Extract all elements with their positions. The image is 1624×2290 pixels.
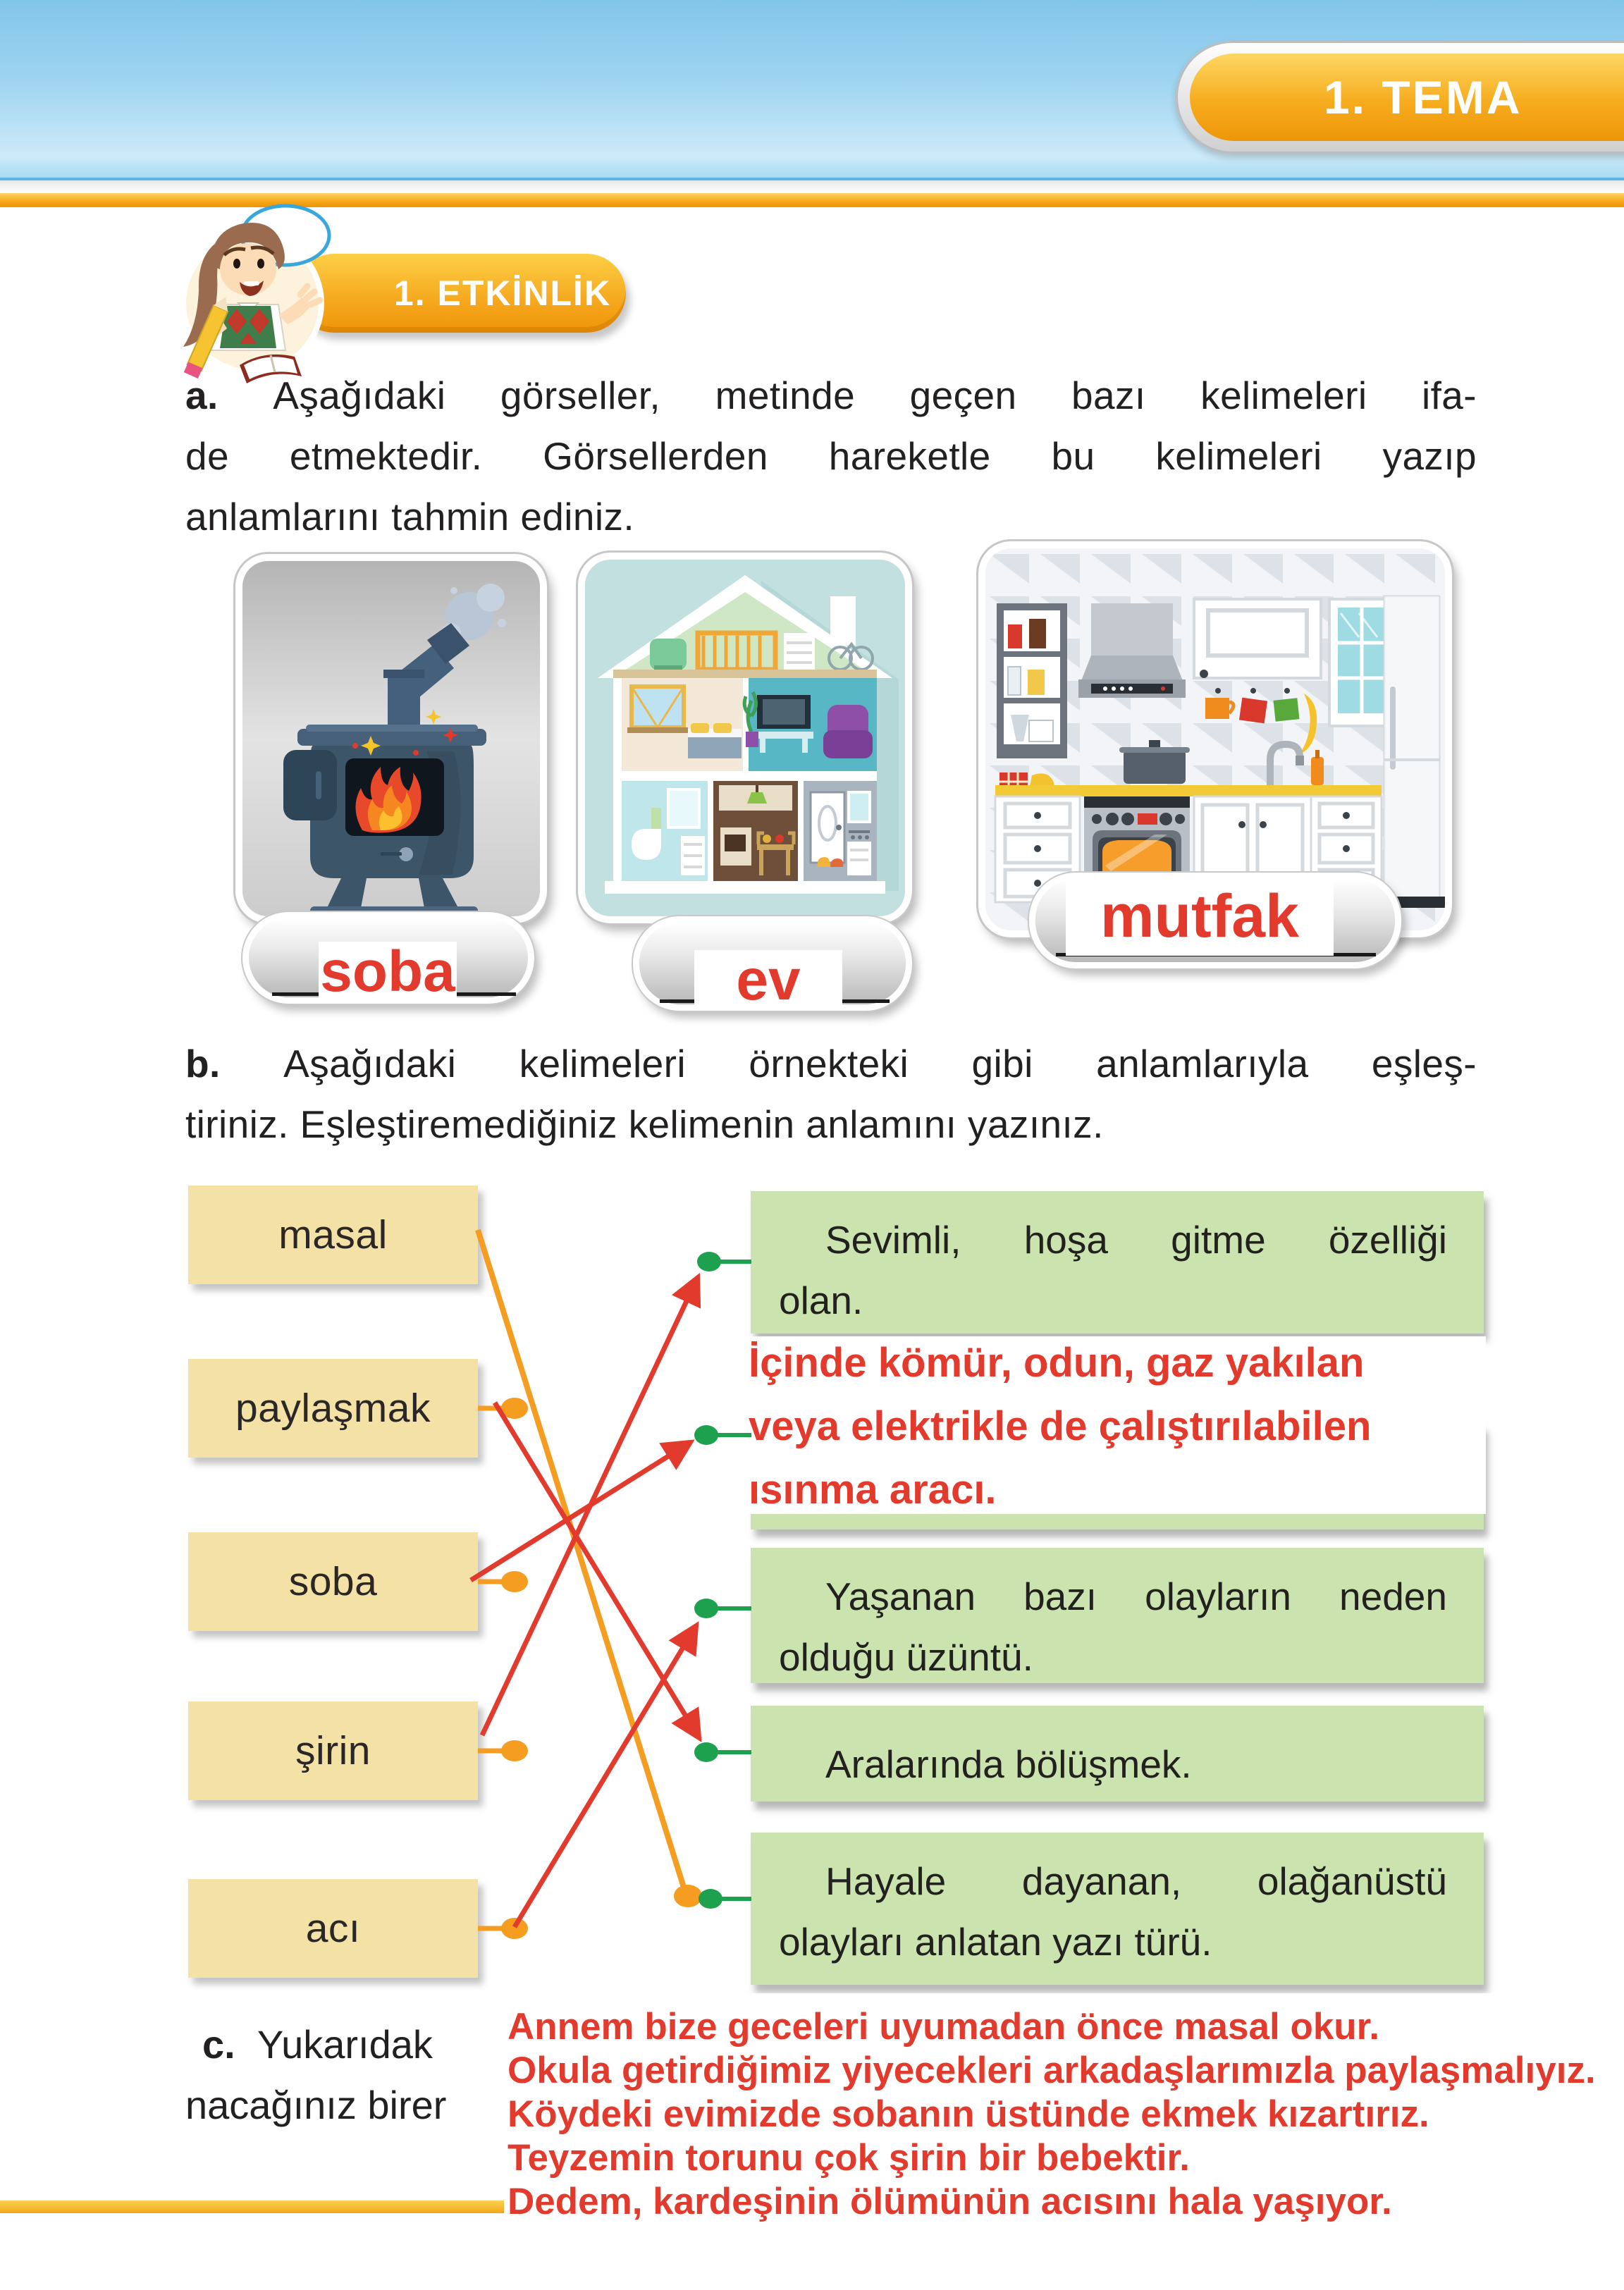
bottom-page-rule	[0, 2200, 519, 2213]
section-a-line-2: de etmektedir. Görsellerden hareketle bu…	[185, 434, 1477, 478]
definition-box-3: Yaşanan bazı olayların neden olduğu üzün…	[751, 1548, 1484, 1683]
section-a-line-1: a. Aşağıdaki görseller, metinde geçen ba…	[185, 374, 1477, 417]
section-b-line-1: b. Aşağıdaki kelimeleri örnekteki gibi a…	[185, 1042, 1477, 1085]
activity-badge-label: 1. ETKİNLİK	[393, 273, 612, 313]
connection-sirin-def1	[479, 1272, 701, 1737]
section-a-paragraph: a. Aşağıdaki görseller, metinde geçen ba…	[185, 365, 1477, 547]
section-a-line-3: anlamlarını tahmin ediniz.	[185, 495, 635, 538]
house-card	[576, 550, 914, 925]
word-box-masal: masal	[188, 1186, 478, 1284]
kitchen-card	[976, 539, 1454, 940]
theme-badge-label: 1. TEMA	[1324, 71, 1522, 123]
definition-2-answer-patch	[744, 1336, 1486, 1514]
activity-badge: 1. ETKİNLİK	[295, 254, 626, 333]
girl-mascot-icon	[134, 199, 367, 389]
word-box-aci: acı	[188, 1879, 478, 1978]
definition-box-1: Sevimli, hoşa gitme özelliği olan.	[751, 1191, 1484, 1334]
kitchen-answer: mutfak	[1066, 877, 1334, 956]
stove-answer: soba	[319, 940, 457, 1004]
section-b-label: b.	[185, 1042, 221, 1085]
header-white-strip	[0, 180, 1624, 193]
connection-soba-def2	[469, 1439, 695, 1582]
wood-stove-illustration	[242, 561, 540, 916]
section-b-line-2: tiriniz. Eşleştiremediğiniz kelimenin an…	[185, 1102, 1104, 1146]
connection-paylasmak-def4	[493, 1401, 702, 1742]
definition-box-4: Aralarında bölüşmek.	[751, 1706, 1484, 1802]
theme-badge: 1. TEMA	[1190, 54, 1624, 141]
definition-2-answer-line-3: ısınma aracı.	[749, 1467, 997, 1513]
kitchen-illustration	[985, 548, 1445, 930]
sentence-3: Köydeki evimizde sobanın üstünde ekmek k…	[508, 2093, 1429, 2135]
definition-2-answer-line-2: veya elektrikle de çalıştırılabilen	[749, 1403, 1372, 1449]
section-c-line-2: nacağınız birer	[185, 2083, 447, 2127]
definition-box-5: Hayale dayanan, olağanüstü olayları anla…	[751, 1833, 1484, 1985]
sentence-2: Okula getirdiğimiz yiyecekleri arkadaşla…	[508, 2050, 1596, 2091]
header-orange-strip	[0, 193, 1624, 207]
house-answer: ev	[694, 948, 842, 1012]
word-box-soba: soba	[188, 1532, 478, 1631]
section-c-label: c.	[202, 2022, 235, 2067]
sentence-5: Dedem, kardeşinin ölümünün acısını hala …	[508, 2181, 1392, 2222]
section-a-label: a.	[185, 374, 219, 417]
word-box-paylasmak: paylaşmak	[188, 1359, 478, 1458]
sentence-4: Teyzemin torunu çok şirin bir bebektir.	[508, 2137, 1190, 2179]
house-cutaway-illustration	[585, 560, 905, 916]
section-b-paragraph: b. Aşağıdaki kelimeleri örnekteki gibi a…	[185, 1033, 1477, 1155]
definition-2-answer-line-1: İçinde kömür, odun, gaz yakılan	[749, 1340, 1365, 1386]
connection-masal-def5	[475, 1229, 688, 1893]
word-box-sirin: şirin	[188, 1701, 478, 1800]
connection-aci-def3	[512, 1621, 699, 1928]
stove-card	[233, 552, 549, 925]
sentence-1: Annem bize geceleri uyumadan önce masal …	[508, 2006, 1380, 2048]
section-c-line-1: c. Yukarıdak	[202, 2022, 433, 2067]
handwritten-sentences-panel: Annem bize geceleri uyumadan önce masal …	[504, 1993, 1624, 2233]
